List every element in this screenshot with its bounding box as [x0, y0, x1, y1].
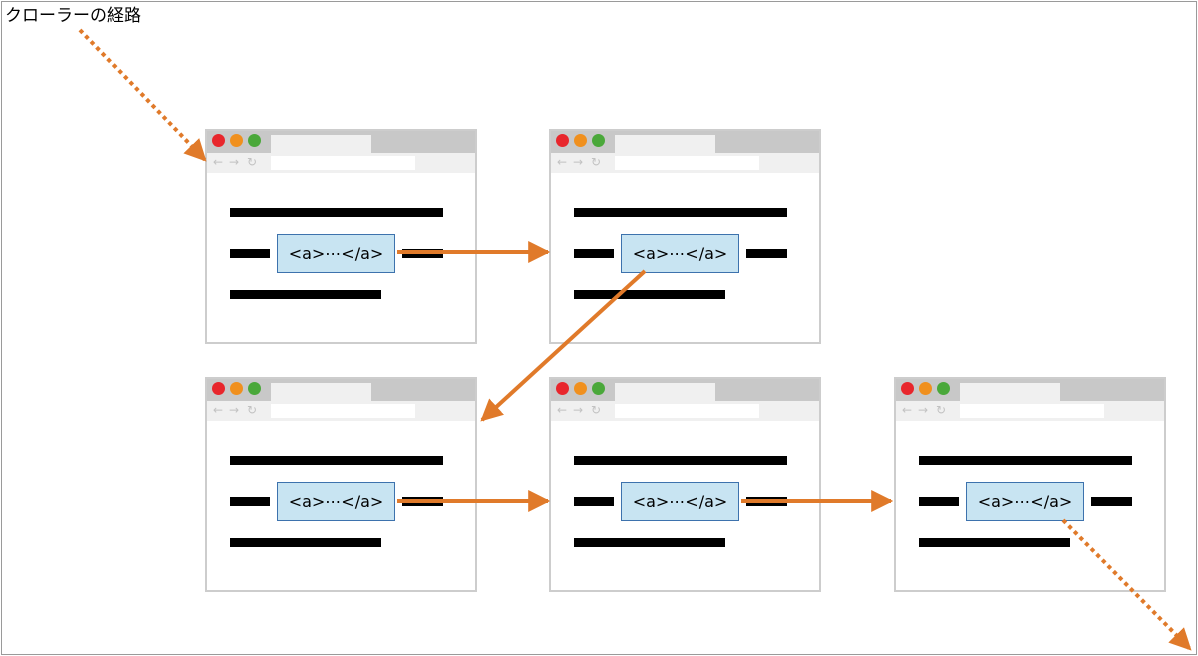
- minimize-dot-icon: [574, 134, 587, 147]
- maximize-dot-icon: [592, 382, 605, 395]
- browser-tab: [615, 383, 715, 401]
- anchor-link-box: <a>⋯</a>: [277, 234, 395, 273]
- reload-icon: ↻: [591, 403, 602, 417]
- text-line: [574, 538, 725, 547]
- reload-icon: ↻: [936, 403, 947, 417]
- text-line: [230, 208, 443, 217]
- text-line: [574, 290, 725, 299]
- browser-window-3: ← → ↻ <a>⋯</a>: [205, 377, 477, 592]
- text-line: [230, 249, 270, 258]
- anchor-link-box: <a>⋯</a>: [966, 482, 1084, 521]
- back-arrow-icon: ←: [213, 403, 224, 417]
- text-line: [230, 497, 270, 506]
- text-line: [402, 249, 443, 258]
- anchor-link-box: <a>⋯</a>: [621, 234, 739, 273]
- tab-bar: [896, 379, 1164, 401]
- forward-arrow-icon: →: [229, 155, 240, 169]
- browser-tab: [271, 135, 371, 153]
- back-arrow-icon: ←: [557, 403, 568, 417]
- maximize-dot-icon: [937, 382, 950, 395]
- back-arrow-icon: ←: [557, 155, 568, 169]
- text-line: [574, 208, 787, 217]
- maximize-dot-icon: [248, 382, 261, 395]
- browser-tab: [615, 135, 715, 153]
- tab-bar: [207, 131, 475, 153]
- browser-window-5: ← → ↻ <a>⋯</a>: [894, 377, 1166, 592]
- url-bar: [271, 156, 415, 170]
- text-line: [574, 249, 614, 258]
- text-line: [746, 497, 787, 506]
- text-line: [1091, 497, 1132, 506]
- maximize-dot-icon: [592, 134, 605, 147]
- nav-bar: ← → ↻: [207, 153, 475, 173]
- nav-bar: ← → ↻: [896, 401, 1164, 421]
- text-line: [230, 290, 381, 299]
- text-line: [230, 456, 443, 465]
- browser-tab: [271, 383, 371, 401]
- close-dot-icon: [212, 382, 225, 395]
- reload-icon: ↻: [247, 155, 258, 169]
- text-line: [919, 456, 1132, 465]
- close-dot-icon: [556, 382, 569, 395]
- url-bar: [615, 156, 759, 170]
- back-arrow-icon: ←: [902, 403, 913, 417]
- close-dot-icon: [901, 382, 914, 395]
- text-line: [919, 538, 1070, 547]
- text-line: [230, 538, 381, 547]
- browser-window-4: ← → ↻ <a>⋯</a>: [549, 377, 821, 592]
- forward-arrow-icon: →: [573, 155, 584, 169]
- minimize-dot-icon: [230, 382, 243, 395]
- close-dot-icon: [556, 134, 569, 147]
- url-bar: [615, 404, 759, 418]
- anchor-link-box: <a>⋯</a>: [277, 482, 395, 521]
- browser-window-1: ← → ↻ <a>⋯</a>: [205, 129, 477, 344]
- text-line: [574, 497, 614, 506]
- minimize-dot-icon: [919, 382, 932, 395]
- reload-icon: ↻: [247, 403, 258, 417]
- text-line: [402, 497, 443, 506]
- forward-arrow-icon: →: [918, 403, 929, 417]
- diagram-title: クローラーの経路: [5, 6, 141, 26]
- text-line: [574, 456, 787, 465]
- tab-bar: [551, 379, 819, 401]
- nav-bar: ← → ↻: [207, 401, 475, 421]
- browser-tab: [960, 383, 1060, 401]
- text-line: [919, 497, 959, 506]
- minimize-dot-icon: [574, 382, 587, 395]
- forward-arrow-icon: →: [229, 403, 240, 417]
- url-bar: [960, 404, 1104, 418]
- nav-bar: ← → ↻: [551, 401, 819, 421]
- browser-window-2: ← → ↻ <a>⋯</a>: [549, 129, 821, 344]
- anchor-link-box: <a>⋯</a>: [621, 482, 739, 521]
- nav-bar: ← → ↻: [551, 153, 819, 173]
- reload-icon: ↻: [591, 155, 602, 169]
- maximize-dot-icon: [248, 134, 261, 147]
- forward-arrow-icon: →: [573, 403, 584, 417]
- close-dot-icon: [212, 134, 225, 147]
- tab-bar: [207, 379, 475, 401]
- minimize-dot-icon: [230, 134, 243, 147]
- tab-bar: [551, 131, 819, 153]
- url-bar: [271, 404, 415, 418]
- back-arrow-icon: ←: [213, 155, 224, 169]
- text-line: [746, 249, 787, 258]
